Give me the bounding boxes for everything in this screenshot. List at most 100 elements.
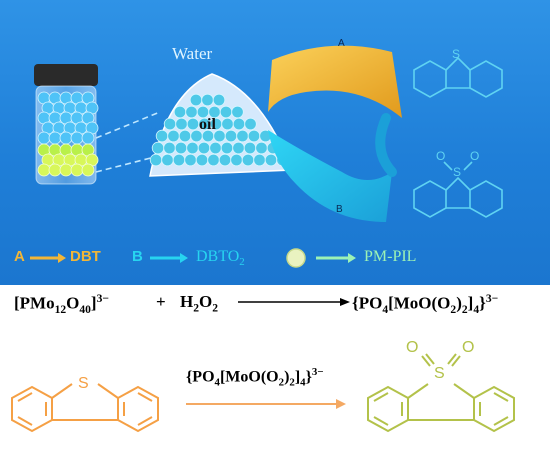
dome-beads <box>149 93 289 167</box>
dbt-s-atom: S <box>78 375 89 392</box>
product-part-b: [MoO(O <box>388 293 451 313</box>
legend-bead-icon <box>286 248 306 268</box>
dome-bead <box>220 141 234 155</box>
ribbon-b-fold <box>375 113 397 177</box>
catalyst-part-c: ) <box>284 368 290 386</box>
product-sub-1: 4 <box>382 303 389 317</box>
panel-illustration: S O O S <box>30 45 503 268</box>
vial-cap <box>34 64 98 86</box>
dome-bead <box>253 153 266 167</box>
dome-bead <box>231 105 244 119</box>
dome-bead <box>195 153 209 167</box>
product-part-a: {PO <box>352 293 383 313</box>
water-label: Water <box>172 44 213 63</box>
dome-bead <box>230 153 243 167</box>
dome-bead <box>161 153 174 167</box>
oxidant-sub-2: 2 <box>212 301 219 315</box>
equation-arrow <box>238 298 350 306</box>
dome-bead <box>151 141 165 155</box>
legend-b-subscript: 2 <box>239 256 245 269</box>
oil-droplet-dome <box>149 73 294 177</box>
dome-bead <box>209 141 222 155</box>
oxidation-reaction-scheme: S O O S <box>11 339 515 433</box>
ribbon-a-label: A <box>338 38 345 49</box>
dome-bead <box>167 129 180 143</box>
reactant-part-3: ] <box>90 293 97 313</box>
jar-blue-bead <box>70 131 84 145</box>
jar-blue-bead <box>48 131 62 145</box>
dome-bead <box>172 153 186 167</box>
dome-bead <box>163 117 177 131</box>
dbto2-s-atom: S <box>434 365 445 382</box>
dome-bead <box>247 129 261 143</box>
dome-bead <box>186 141 199 155</box>
dbt-structure <box>11 383 159 433</box>
dome-bead <box>185 105 198 119</box>
dbto2-o1-atom: O <box>406 339 418 356</box>
dome-bead <box>163 141 176 155</box>
jar-green-bead <box>37 163 51 177</box>
graphical-abstract-panel: S O O S Water oil A B A DBT <box>0 0 550 285</box>
legend-arrow-b <box>150 253 188 263</box>
dbto2-o2-atom: O <box>462 339 474 356</box>
catalyst-part-d: ] <box>294 368 301 386</box>
reactant-formula: [PMo12O40]3− <box>14 292 109 316</box>
dome-bead <box>219 105 233 119</box>
bottom-structure-o1-atom: O <box>436 149 445 163</box>
dome-bead <box>236 129 249 143</box>
product-part-c: ) <box>456 293 462 313</box>
ribbon-b-label: B <box>336 204 343 215</box>
legend-arrow-c <box>316 253 356 263</box>
reactant-part-1: [PMo <box>14 293 55 313</box>
catalyst-part-e: } <box>305 368 312 386</box>
product-formula: {PO4[MoO(O2)2]4}3− <box>352 292 498 316</box>
oxidant-formula: H2O2 <box>180 292 218 314</box>
legend-b-key: B <box>132 248 143 265</box>
oil-label: oil <box>199 116 216 133</box>
catalyst-sub-1: 4 <box>214 376 220 389</box>
product-sub-3: 2 <box>461 303 468 317</box>
dbt-structure-top <box>413 56 503 98</box>
product-sub-2: 2 <box>450 303 457 317</box>
dome-bead <box>184 153 197 167</box>
jar-blue-bead <box>59 131 73 145</box>
reactant-part-2: O <box>66 293 80 313</box>
jar-green-bead <box>81 163 95 177</box>
ribbon-a <box>268 45 402 118</box>
legend-arrow-a <box>30 253 66 263</box>
dome-bead <box>178 129 192 143</box>
dome-bead <box>189 93 203 107</box>
dome-bead <box>212 93 226 107</box>
dome-bead <box>173 105 187 119</box>
jar-blue-bead <box>81 131 95 145</box>
catalyst-sub-3: 2 <box>289 376 295 389</box>
vial-icon <box>34 64 99 185</box>
legend-b-value: DBTO2 <box>196 248 245 268</box>
product-part-d: ] <box>467 293 474 313</box>
catalyst-sub-4: 4 <box>300 376 306 389</box>
bottom-structure-o2-atom: O <box>470 149 479 163</box>
dome-bead <box>218 153 232 167</box>
ribbon-b <box>268 130 392 222</box>
reactant-charge: 3− <box>96 292 109 305</box>
product-charge: 3− <box>485 292 499 305</box>
jar-green-bead <box>59 163 73 177</box>
dome-bead <box>201 93 214 107</box>
dbto2-structure-top-panel <box>413 161 503 218</box>
jar-green-bead <box>70 163 84 177</box>
legend-b-text: DBTO <box>196 248 240 265</box>
dome-bead <box>264 153 278 167</box>
zoom-line-top <box>95 111 161 139</box>
catalyst-charge: 3− <box>311 366 324 378</box>
catalyst-part-b: [MoO(O <box>219 368 279 386</box>
reactant-sub-2: 40 <box>79 303 91 317</box>
jar-green-bead <box>48 163 62 177</box>
dome-bead <box>232 117 246 131</box>
blue-bead-layer <box>37 91 99 145</box>
product-sub-4: 4 <box>473 303 480 317</box>
dome-bead <box>155 129 169 143</box>
product-part-e: } <box>479 293 486 313</box>
dome-bead <box>149 153 163 167</box>
dome-bead <box>207 153 220 167</box>
top-structure-s-atom: S <box>452 47 460 61</box>
